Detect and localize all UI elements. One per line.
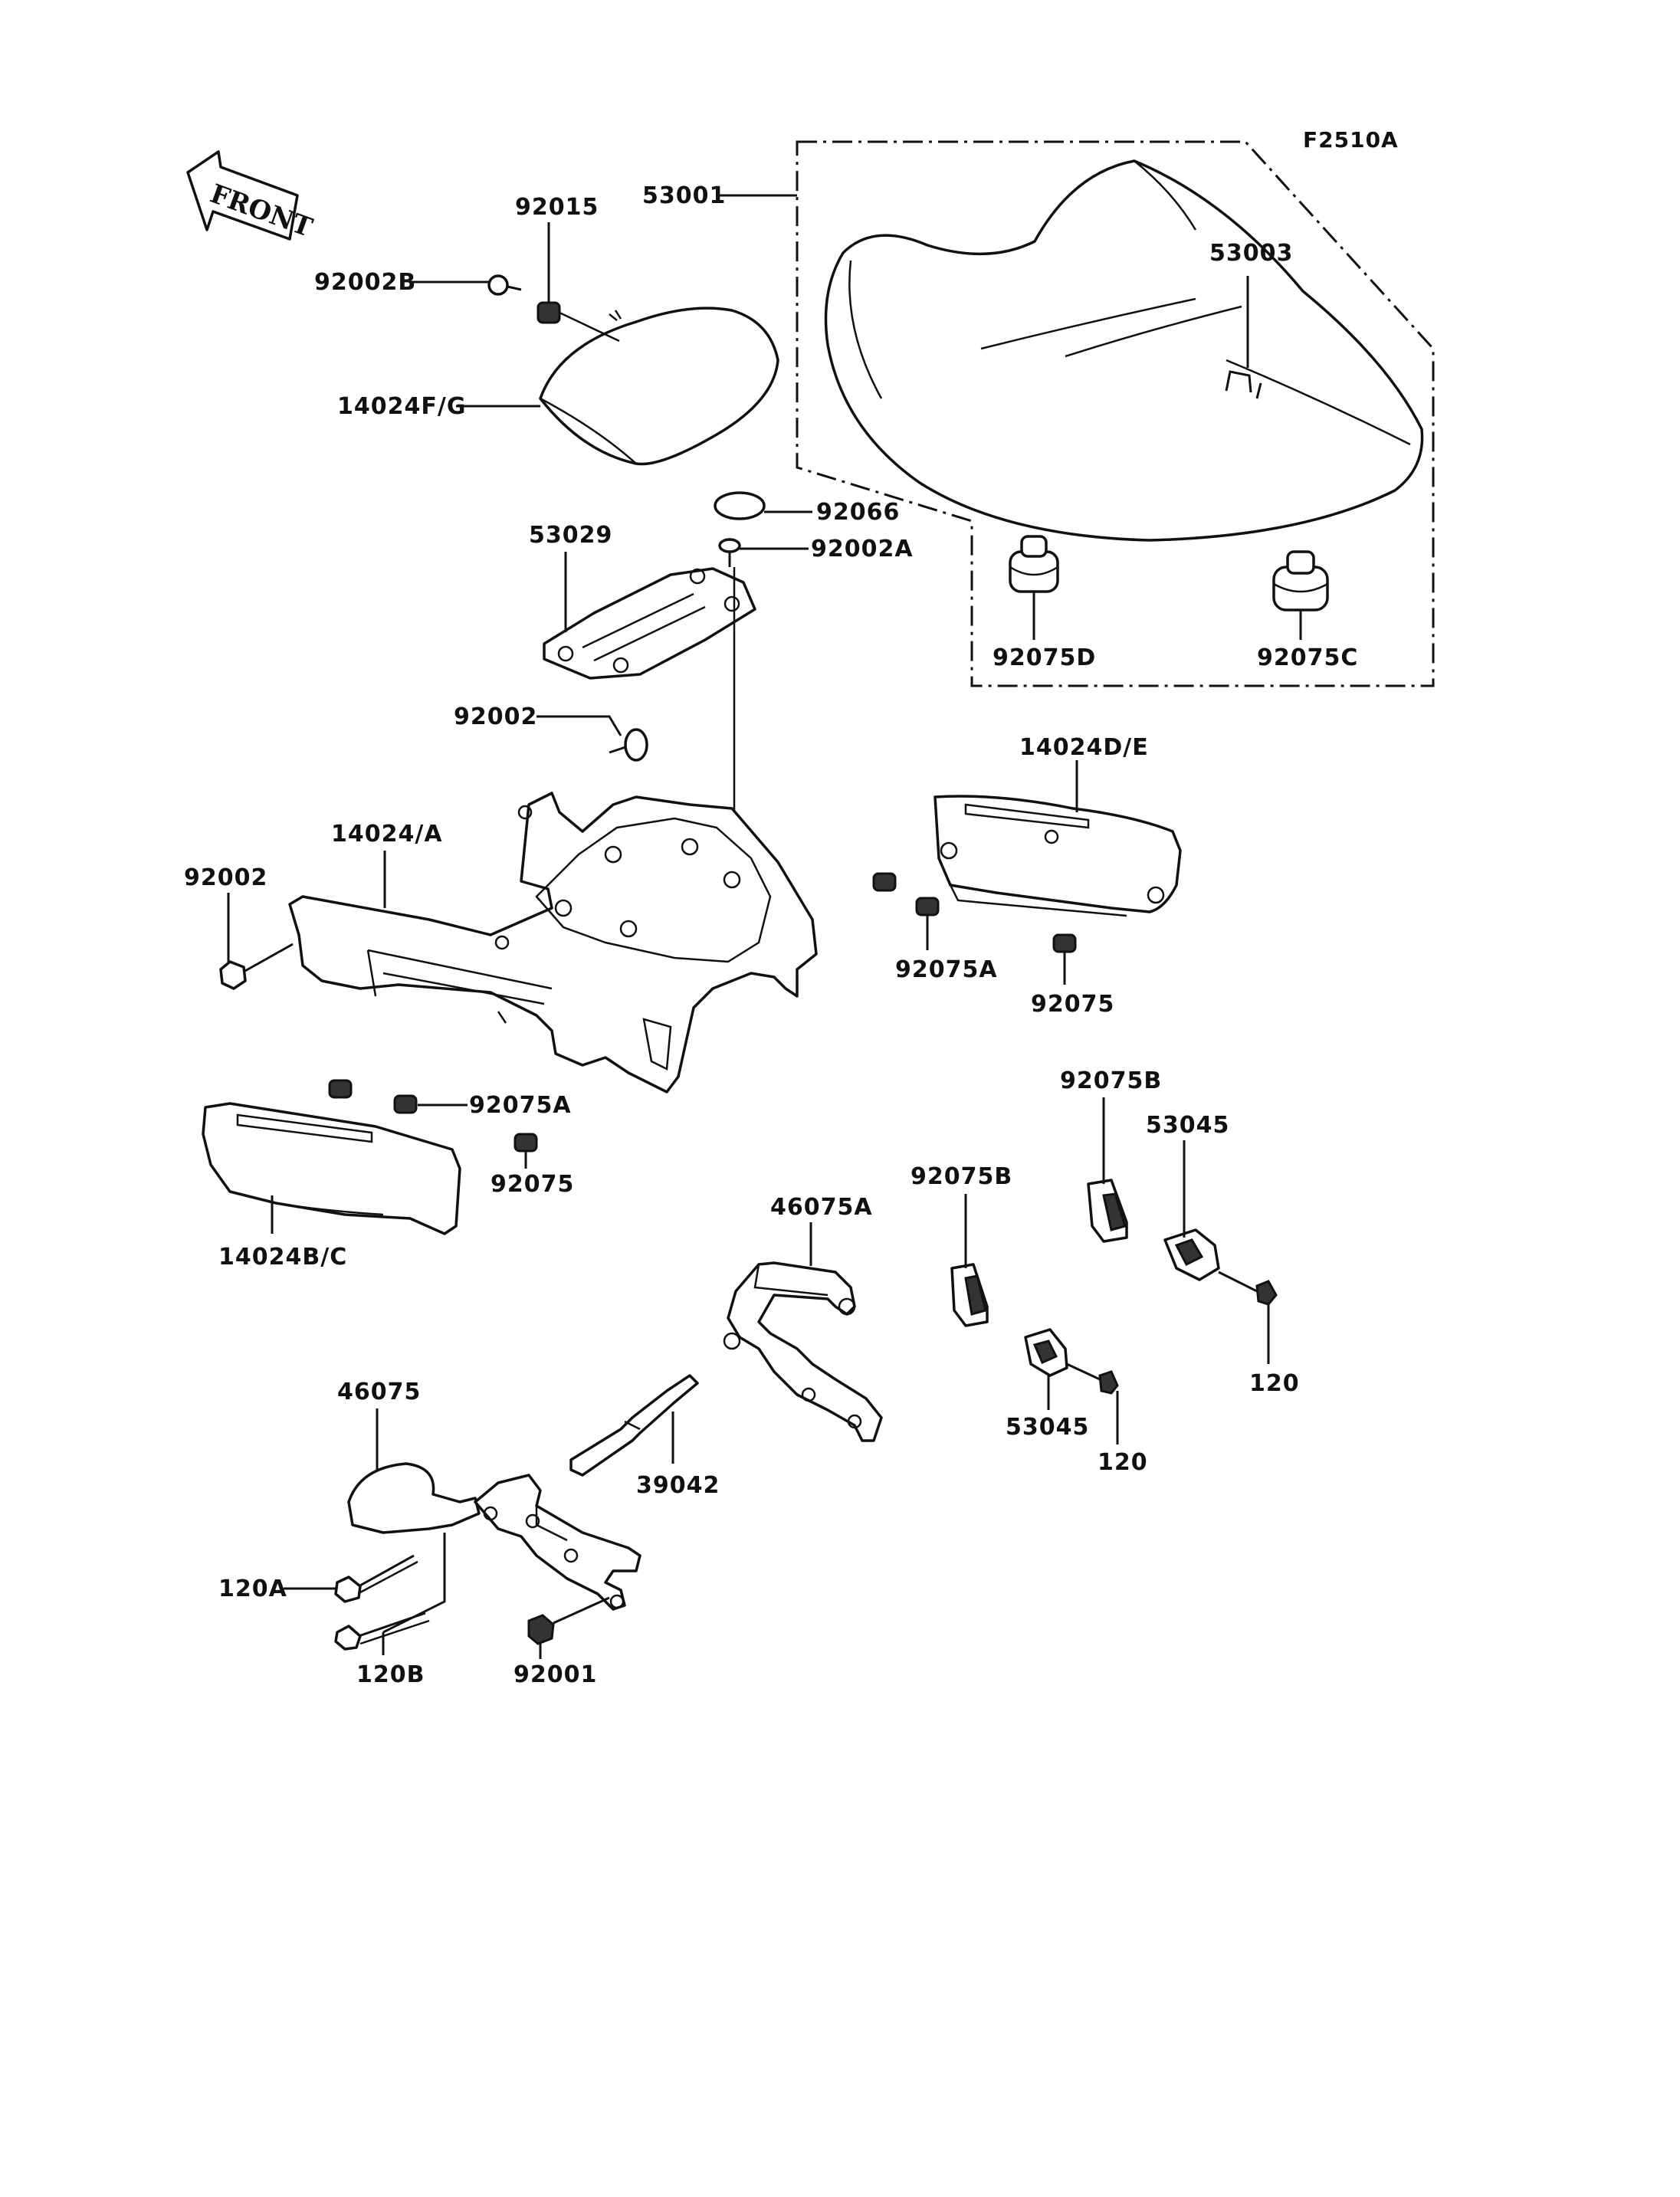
bolt-92002-upper — [609, 728, 648, 762]
label-14024bc: 14024B/C — [218, 1244, 347, 1271]
label-92075a-right: 92075A — [895, 956, 998, 983]
tail-cowl — [288, 792, 818, 1094]
bolt-92002-left — [219, 943, 294, 990]
stopper-92075b-upper — [1087, 1179, 1128, 1243]
label-92075b-upper: 92075B — [1060, 1067, 1162, 1094]
pillion-cover — [539, 307, 779, 466]
label-92002b: 92002B — [314, 269, 416, 296]
label-120-lower: 120 — [1098, 1449, 1148, 1476]
side-cover-right — [934, 795, 1182, 917]
nut-92001 — [527, 1596, 610, 1645]
label-92075d: 92075D — [993, 644, 1096, 671]
seat-assembly-boundary — [796, 140, 1435, 687]
stopper-92075b-lower — [950, 1263, 989, 1327]
label-53029: 53029 — [529, 522, 612, 549]
label-92002a: 92002A — [811, 536, 914, 562]
grommet-right-1 — [872, 872, 897, 892]
damper-92075d — [1009, 535, 1059, 593]
lock-bracket-46075 — [347, 1462, 641, 1611]
label-120a: 120A — [218, 1576, 287, 1602]
label-92075-left: 92075 — [491, 1171, 574, 1198]
label-39042: 39042 — [636, 1472, 720, 1499]
label-14024de: 14024D/E — [1019, 734, 1149, 761]
label-53045-upper: 53045 — [1146, 1112, 1229, 1139]
grommet-92015 — [536, 301, 561, 324]
label-14024a: 14024/A — [331, 821, 443, 848]
screw-92002a — [718, 538, 741, 567]
bracket-46075a — [723, 1261, 883, 1442]
label-46075a: 46075A — [770, 1194, 873, 1221]
bolt-120-lower — [1066, 1362, 1119, 1395]
label-92002-upper: 92002 — [454, 703, 537, 730]
label-53045-lower: 53045 — [1006, 1414, 1089, 1441]
main-seat — [824, 159, 1424, 542]
bolt-120-upper — [1218, 1271, 1278, 1306]
cable-39042 — [569, 1374, 699, 1477]
grommet-92075a-left — [393, 1094, 418, 1114]
label-92075b-lower: 92075B — [911, 1163, 1012, 1190]
label-53003: 53003 — [1209, 240, 1293, 267]
label-120-upper: 120 — [1249, 1370, 1300, 1397]
latch-53045-upper — [1163, 1228, 1220, 1281]
cap-92066 — [714, 491, 766, 520]
label-92002-left: 92002 — [184, 864, 267, 891]
latch-53045-lower — [1024, 1328, 1068, 1377]
grommet-92075-right — [1052, 933, 1077, 953]
label-92075-right: 92075 — [1031, 991, 1114, 1018]
reference-code: F2510A — [1303, 127, 1399, 152]
label-92075c: 92075C — [1257, 644, 1358, 671]
seat-hook-icon — [1225, 370, 1262, 399]
label-46075: 46075 — [337, 1379, 421, 1405]
label-92075a-left: 92075A — [469, 1092, 572, 1119]
bolt-120a — [334, 1554, 418, 1603]
side-cover-left — [202, 1102, 461, 1235]
damper-92075c — [1272, 550, 1329, 612]
front-arrow-icon: FRONT — [186, 150, 317, 244]
label-92001: 92001 — [514, 1661, 597, 1688]
rack-plate — [543, 567, 756, 680]
grommet-left-1 — [328, 1079, 353, 1099]
label-120b: 120B — [356, 1661, 425, 1688]
bolt-92002b — [487, 274, 522, 296]
label-92066: 92066 — [816, 499, 900, 526]
label-53001: 53001 — [642, 182, 726, 209]
grommet-92075-left — [514, 1133, 538, 1153]
label-92015: 92015 — [515, 194, 599, 221]
label-14024fg: 14024F/G — [337, 393, 466, 420]
grommet-92075a-right — [915, 897, 940, 917]
